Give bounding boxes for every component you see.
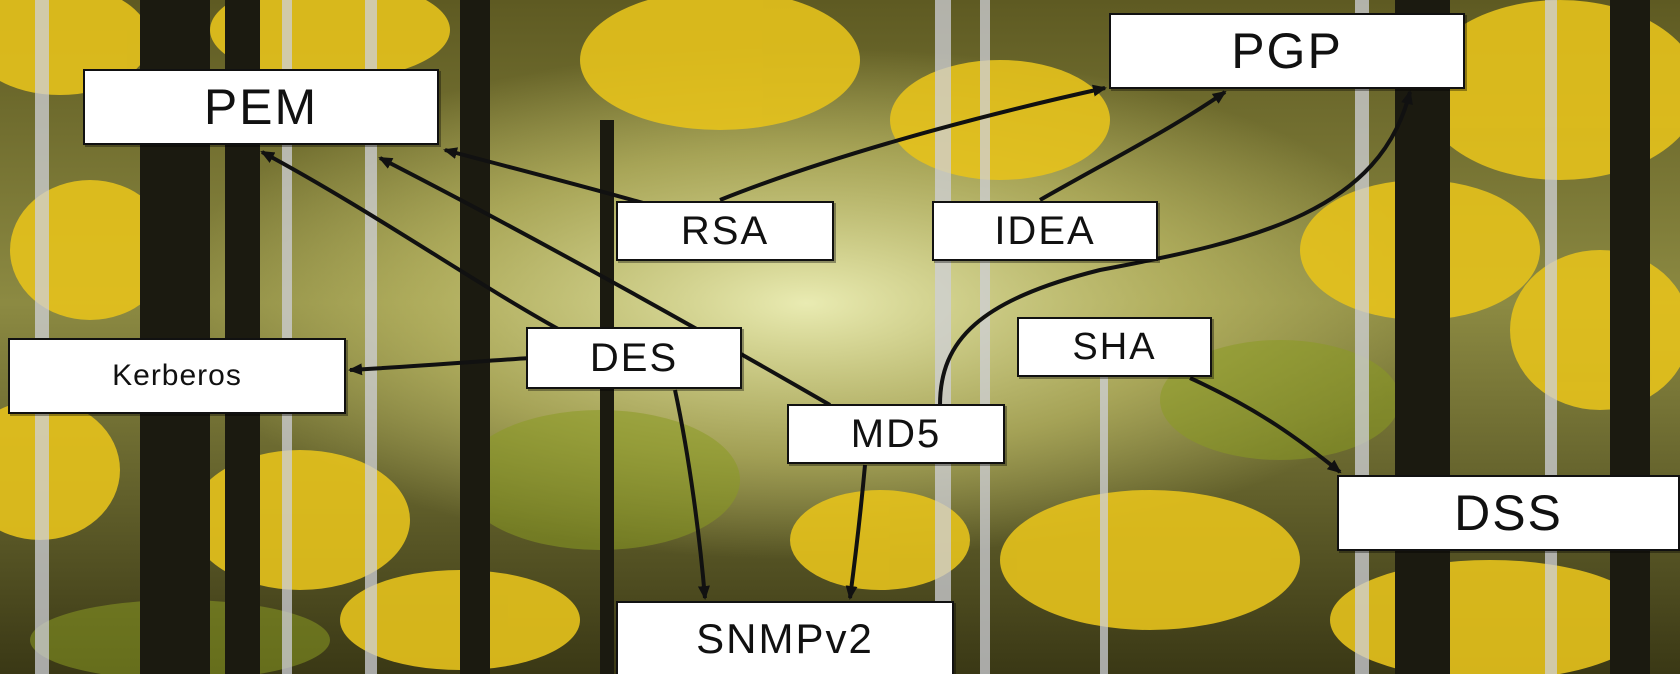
node-kerberos-label: Kerberos	[112, 359, 242, 392]
node-pem-label: PEM	[203, 79, 319, 135]
node-dss-label: DSS	[1454, 485, 1563, 541]
node-rsa: RSA	[616, 201, 834, 261]
node-snmpv2-label: SNMPv2	[696, 614, 874, 662]
node-rsa-label: RSA	[680, 208, 770, 253]
node-pem: PEM	[83, 69, 439, 145]
node-kerberos: Kerberos	[8, 338, 346, 414]
node-snmpv2: SNMPv2	[616, 601, 954, 674]
node-sha-label: SHA	[1072, 325, 1157, 368]
node-des: DES	[526, 327, 742, 389]
node-dss: DSS	[1337, 475, 1680, 551]
node-md5: MD5	[787, 404, 1005, 464]
node-idea-label: IDEA	[994, 208, 1096, 253]
node-des-label: DES	[589, 335, 679, 380]
node-pgp-label: PGP	[1231, 23, 1343, 79]
node-md5-label: MD5	[850, 411, 942, 456]
node-sha: SHA	[1017, 317, 1212, 377]
node-pgp: PGP	[1109, 13, 1465, 89]
node-idea: IDEA	[932, 201, 1158, 261]
